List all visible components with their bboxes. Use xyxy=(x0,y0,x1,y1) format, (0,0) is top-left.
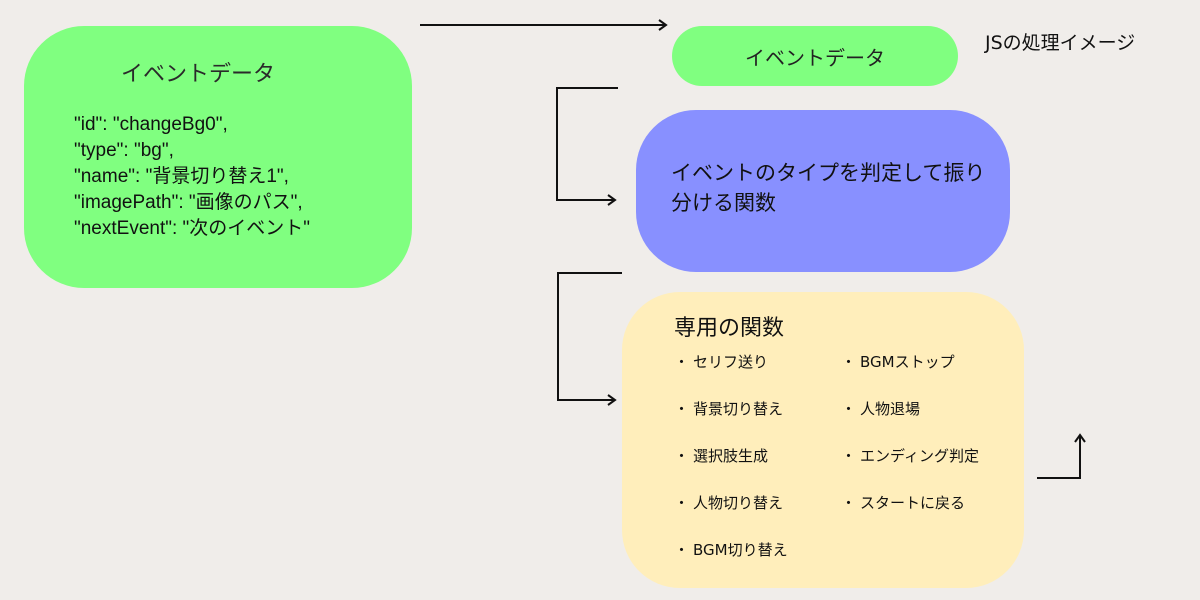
function-label: 背景切り替え xyxy=(693,400,784,418)
function-item: ・エンディング判定 xyxy=(841,446,979,493)
function-item: ・スタートに戻る xyxy=(841,493,979,540)
bullet: ・ xyxy=(674,400,690,418)
functions-title: 専用の関数 xyxy=(674,316,785,341)
bullet: ・ xyxy=(841,447,857,465)
event-data-pill: イベントデータ xyxy=(672,26,958,86)
bullet: ・ xyxy=(674,353,690,371)
json-line-imagepath: "imagePath": "画像のパス", xyxy=(74,192,303,213)
function-item: ・セリフ送り xyxy=(674,352,788,399)
json-line-nextevent: "nextEvent": "次のイベント" xyxy=(74,218,311,239)
event-data-json: "id": "changeBg0", "type": "bg", "name":… xyxy=(74,112,310,242)
function-label: セリフ送り xyxy=(693,353,769,371)
bullet: ・ xyxy=(674,447,690,465)
bullet: ・ xyxy=(674,541,690,559)
function-item: ・BGMストップ xyxy=(841,352,979,399)
function-item: ・人物切り替え xyxy=(674,493,788,540)
event-data-title: イベントデータ xyxy=(121,62,276,87)
function-label: 人物切り替え xyxy=(693,494,784,512)
function-label: スタートに戻る xyxy=(860,494,966,512)
dedicated-functions-box: 専用の関数 ・セリフ送り ・背景切り替え ・選択肢生成 ・人物切り替え ・BGM… xyxy=(622,292,1024,588)
event-data-box: イベントデータ "id": "changeBg0", "type": "bg",… xyxy=(24,26,412,288)
json-line-type: "type": "bg", xyxy=(74,140,174,161)
arrow-to-functions xyxy=(557,272,622,406)
json-line-name: "name": "背景切り替え1", xyxy=(74,166,289,187)
arrow-to-dispatcher xyxy=(556,87,618,206)
function-item: ・人物退場 xyxy=(841,399,979,446)
function-label: 人物退場 xyxy=(860,400,921,418)
function-label: 選択肢生成 xyxy=(693,447,769,465)
bullet: ・ xyxy=(841,400,857,418)
json-line-id: "id": "changeBg0", xyxy=(74,114,228,135)
function-label: BGMストップ xyxy=(860,353,955,371)
js-processing-label: JSの処理イメージ xyxy=(985,32,1136,54)
functions-column-2: ・BGMストップ ・人物退場 ・エンディング判定 ・スタートに戻る xyxy=(841,352,979,540)
function-item: ・選択肢生成 xyxy=(674,446,788,493)
bullet: ・ xyxy=(841,353,857,371)
arrow-loop-up xyxy=(1037,433,1086,479)
function-item: ・BGM切り替え xyxy=(674,540,788,587)
function-item: ・背景切り替え xyxy=(674,399,788,446)
bullet: ・ xyxy=(841,494,857,512)
arrow-to-event-pill xyxy=(420,19,668,31)
function-label: BGM切り替え xyxy=(693,541,788,559)
function-label: エンディング判定 xyxy=(860,447,979,465)
bullet: ・ xyxy=(674,494,690,512)
dispatcher-text: イベントのタイプを判定して振り分ける関数 xyxy=(671,161,986,215)
functions-column-1: ・セリフ送り ・背景切り替え ・選択肢生成 ・人物切り替え ・BGM切り替え xyxy=(674,352,788,587)
dispatcher-function-box: イベントのタイプを判定して振り分ける関数 xyxy=(636,110,1010,272)
